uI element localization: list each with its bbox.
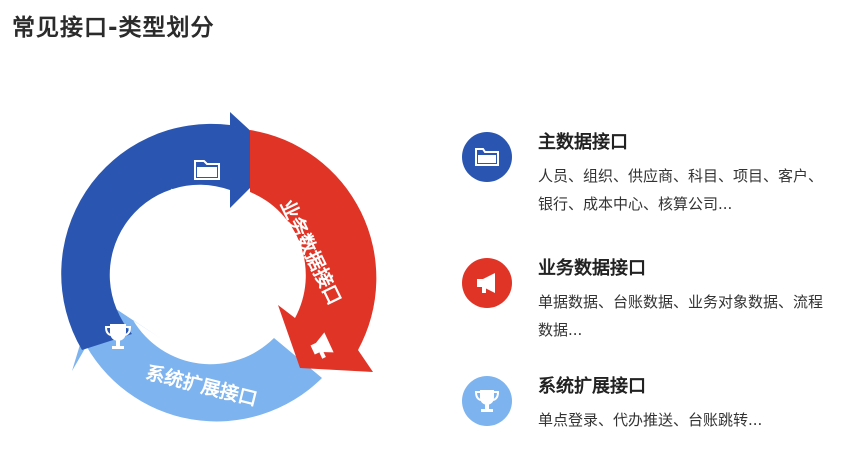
cycle-segment-system-extension xyxy=(72,305,322,422)
item-title: 系统扩展接口 xyxy=(538,376,646,397)
item-title: 业务数据接口 xyxy=(538,258,646,279)
trophy-icon xyxy=(104,324,132,349)
cycle-segment-business-data xyxy=(250,130,377,372)
folder-icon xyxy=(194,160,220,180)
item-description: 人员、组织、供应商、科目、项目、客户、银行、成本中心、核算公司... xyxy=(538,167,824,213)
item-description: 单据数据、台账数据、业务对象数据、流程数据... xyxy=(538,293,824,339)
folder-badge xyxy=(462,132,512,182)
item-title: 主数据接口 xyxy=(538,132,628,153)
trophy-badge xyxy=(462,376,512,426)
trophy-icon xyxy=(475,390,499,412)
folder-icon xyxy=(475,148,499,166)
cycle-segment-master-data xyxy=(61,112,280,350)
megaphone-icon xyxy=(310,332,334,359)
item-description: 单点登录、代办推送、台账跳转... xyxy=(538,411,763,429)
megaphone-icon xyxy=(477,273,495,293)
megaphone-badge xyxy=(462,258,512,308)
cycle-diagram: 主数据接口 业务数据接口 系统扩展接口 xyxy=(61,112,377,422)
page-title: 常见接口-类型划分 xyxy=(12,15,215,41)
